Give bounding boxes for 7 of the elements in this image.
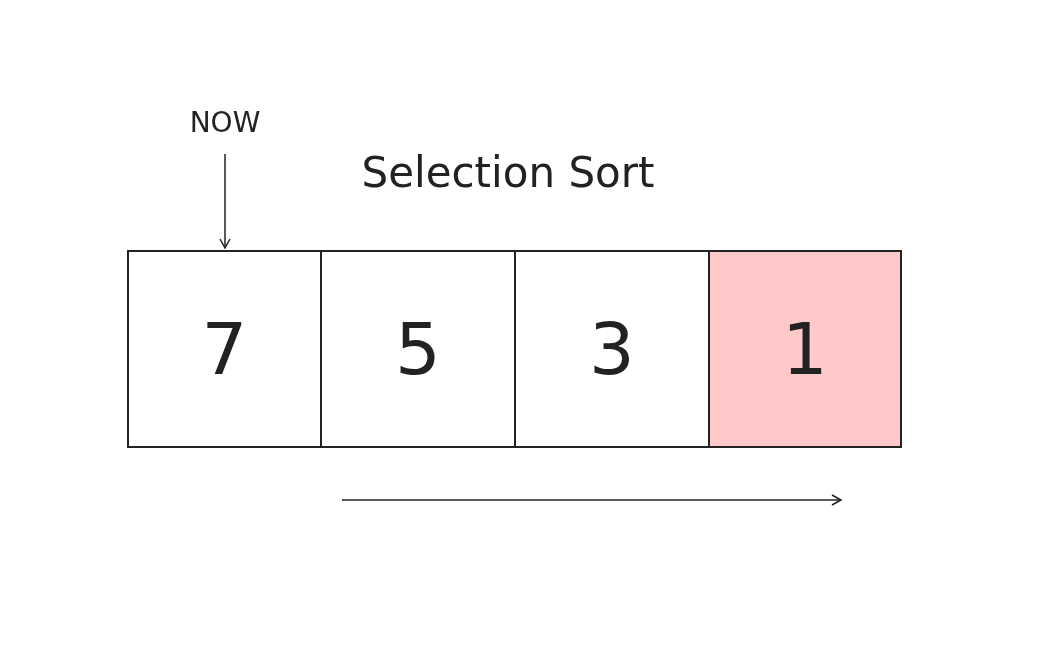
array-cell: 3 <box>514 250 710 448</box>
array-cell: 1 <box>708 250 902 448</box>
pointer-label: NOW <box>175 104 275 140</box>
array-cell: 7 <box>127 250 322 448</box>
array-cell: 5 <box>320 250 516 448</box>
arrow <box>219 153 231 249</box>
title: Selection Sort <box>360 148 656 197</box>
